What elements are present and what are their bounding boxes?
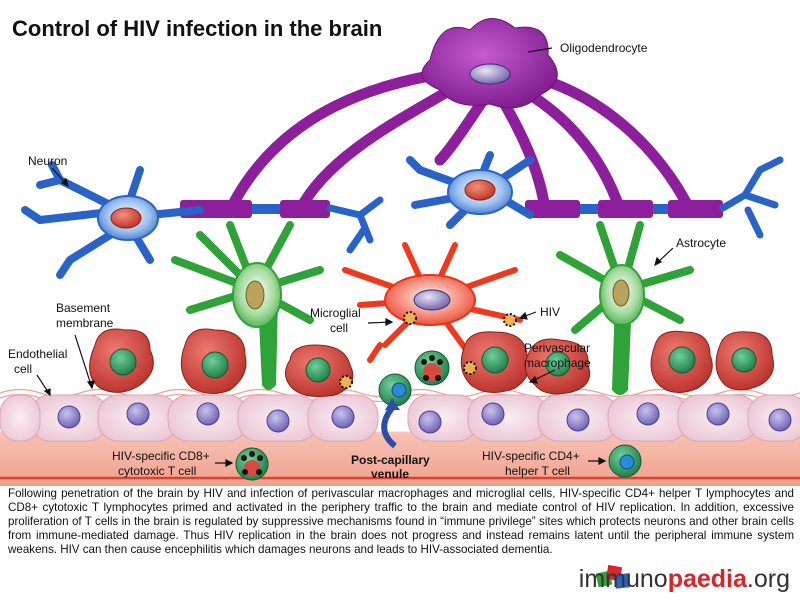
cd4-t-cell-vessel [608,444,642,478]
label-perivascular-macrophage-line2: macrophage [524,356,591,370]
astrocyte-left [171,221,324,390]
endothelial-cells [0,394,800,442]
label-arrows [36,47,674,467]
logo-part-immuno: immuno [578,565,668,593]
label-cd4-line1: HIV-specific CD4+ [482,449,580,463]
label-endothelial-cell-line1: Endothelial [8,347,67,361]
cd8-t-cell-vessel [235,447,269,481]
neuron-left [21,161,204,279]
figure-caption: Following penetration of the brain by HI… [8,487,794,556]
oligodendrocyte [421,18,558,109]
dendrite-terminals [326,156,784,254]
label-astrocyte: Astrocyte [676,236,726,250]
immunopaedia-logo[interactable]: immunopaedia.org [579,565,790,594]
cd8-t-cell-center [414,350,450,386]
hiv-brain-diagram: Control of HIV infection in the brain [0,16,800,486]
logo-part-org: .org [746,565,790,593]
label-post-capillary-line2: venule [371,467,409,481]
immunopaedia-logo-icon [595,564,630,589]
hiv-particles [339,311,517,389]
label-basement-membrane-line1: Basement [56,301,111,315]
neuron-center [406,151,534,229]
label-endothelial-cell-line2: cell [14,362,32,376]
logo-part-paedia: paedia [667,565,747,593]
page-title: Control of HIV infection in the brain [12,16,382,41]
label-microglial-cell-line2: cell [330,321,348,335]
astrocyte-right [556,221,694,395]
label-basement-membrane-line2: membrane [56,316,114,330]
label-post-capillary-line1: Post-capillary [351,453,430,467]
label-cd4-line2: helper T cell [505,464,570,478]
label-neuron: Neuron [28,154,67,168]
label-hiv: HIV [540,305,560,319]
label-cd8-line2: cytotoxic T cell [118,464,196,478]
myelin-segments [180,200,723,218]
label-cd8-line1: HIV-specific CD8+ [112,449,210,463]
label-microglial-cell-line1: Microglial [310,306,361,320]
label-perivascular-macrophage-line1: Perivascular [524,341,590,355]
label-oligodendrocyte: Oligodendrocyte [560,41,648,55]
migrating-t-cell [378,373,412,449]
perivascular-macrophages [89,328,774,397]
